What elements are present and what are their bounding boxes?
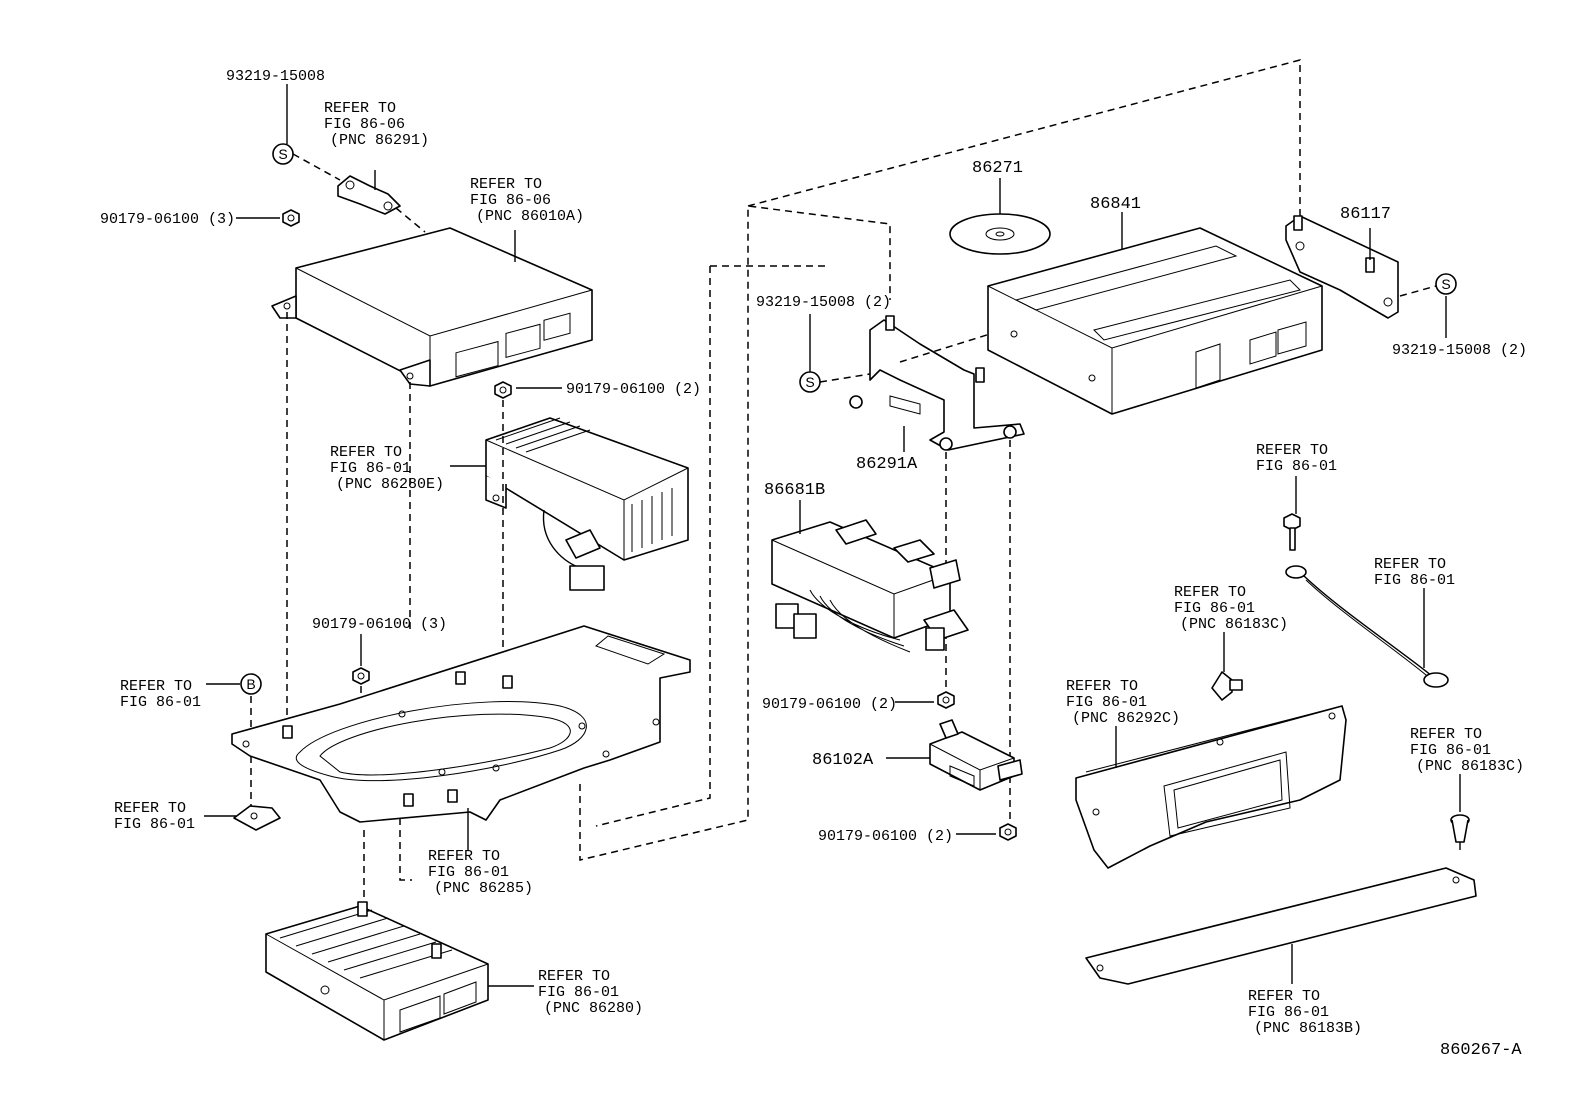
screw-symbol-mid: S — [799, 371, 821, 393]
bolt-symbol-b: B — [240, 673, 262, 695]
label-refer-86183c-a2: FIG 86-01 — [1174, 600, 1255, 617]
drawing-id: 860267-A — [1440, 1041, 1522, 1060]
bracket-86291a — [849, 315, 1025, 451]
label-refer-gnd-1: REFER TO — [1256, 442, 1328, 459]
label-93219-2-left: 93219-15008 (2) — [756, 294, 891, 311]
label-refer-bot-2: FIG 86-01 — [114, 816, 195, 833]
label-refer-86292c-3: (PNC 86292C) — [1072, 710, 1180, 727]
nut-right-1 — [937, 691, 955, 709]
nut-mid — [494, 381, 512, 399]
mounting-plate — [231, 625, 691, 823]
label-refer-86183c-a1: REFER TO — [1174, 584, 1246, 601]
label-refer-86292c-2: FIG 86-01 — [1066, 694, 1147, 711]
label-refer-86183c-b1: REFER TO — [1410, 726, 1482, 743]
label-refer-b-1: REFER TO — [120, 678, 192, 695]
label-refer-86280e-1: REFER TO — [330, 444, 402, 461]
label-refer-b-2: FIG 86-01 — [120, 694, 201, 711]
label-refer-86285-3: (PNC 86285) — [434, 880, 533, 897]
nut-lower — [352, 667, 370, 685]
sensor-86102a — [929, 719, 1023, 791]
label-refer-86280-1: REFER TO — [538, 968, 610, 985]
bracket-86117 — [1285, 215, 1399, 319]
label-refer-8606-a1: REFER TO — [324, 100, 396, 117]
label-refer-86183c-b3: (PNC 86183C) — [1416, 758, 1524, 775]
screw-symbol-tl: S — [272, 143, 294, 165]
label-refer-86183b-1: REFER TO — [1248, 988, 1320, 1005]
label-refer-86280e-3: (PNC 86280E) — [336, 476, 444, 493]
label-refer-8606-b1: REFER TO — [470, 176, 542, 193]
amplifier-86280 — [265, 901, 489, 1041]
ground-bolt — [1283, 513, 1301, 551]
amplifier-86280e — [485, 417, 689, 591]
label-refer-86183b-3: (PNC 86183B) — [1254, 1020, 1362, 1037]
label-refer-86183c-b2: FIG 86-01 — [1410, 742, 1491, 759]
svg-text:S: S — [1441, 276, 1450, 292]
screw-symbol-right: S — [1435, 273, 1457, 295]
label-refer-8606-a3: (PNC 86291) — [330, 132, 429, 149]
clip-86183c-upper — [1211, 671, 1243, 701]
label-86117: 86117 — [1340, 205, 1391, 224]
disc-86271 — [949, 213, 1051, 255]
module-86681b — [771, 519, 969, 653]
label-refer-86285-1: REFER TO — [428, 848, 500, 865]
label-90179-2-right1: 90179-06100 (2) — [762, 696, 897, 713]
svg-text:B: B — [246, 676, 255, 692]
label-refer-wire-2: FIG 86-01 — [1374, 572, 1455, 589]
label-refer-86183c-a3: (PNC 86183C) — [1180, 616, 1288, 633]
label-90179-3-top: 90179-06100 (3) — [100, 211, 235, 228]
label-86841: 86841 — [1090, 195, 1141, 214]
label-86271: 86271 — [972, 159, 1023, 178]
label-refer-86183b-2: FIG 86-01 — [1248, 1004, 1329, 1021]
label-86681b: 86681B — [764, 481, 825, 500]
bracket-86291 — [337, 175, 401, 215]
ground-wire — [1285, 565, 1449, 688]
clip-86183c-lower — [1450, 814, 1470, 850]
label-90179-2-right2: 90179-06100 (2) — [818, 828, 953, 845]
svg-text:S: S — [805, 374, 814, 390]
label-refer-gnd-2: FIG 86-01 — [1256, 458, 1337, 475]
label-refer-86285-2: FIG 86-01 — [428, 864, 509, 881]
label-90179-2-mid: 90179-06100 (2) — [566, 381, 701, 398]
ecu-86010a — [271, 227, 593, 387]
navigation-unit-86841 — [987, 227, 1323, 415]
nut-tl — [282, 209, 300, 227]
label-refer-8606-a2: FIG 86-06 — [324, 116, 405, 133]
label-refer-8606-b3: (PNC 86010A) — [476, 208, 584, 225]
label-refer-86292c-1: REFER TO — [1066, 678, 1138, 695]
plate-86183b — [1085, 867, 1477, 985]
clip-bl — [233, 805, 281, 831]
nut-right-2 — [999, 823, 1017, 841]
panel-86292c — [1075, 705, 1347, 869]
label-90179-3-mid: 90179-06100 (3) — [312, 616, 447, 633]
label-refer-bot-1: REFER TO — [114, 800, 186, 817]
label-86102a: 86102A — [812, 751, 874, 770]
label-refer-8606-b2: FIG 86-06 — [470, 192, 551, 209]
label-refer-wire-1: REFER TO — [1374, 556, 1446, 573]
label-refer-86280-2: FIG 86-01 — [538, 984, 619, 1001]
svg-text:S: S — [278, 146, 287, 162]
label-refer-86280e-2: FIG 86-01 — [330, 460, 411, 477]
label-93219-tl: 93219-15008 — [226, 68, 325, 85]
label-86291a: 86291A — [856, 455, 918, 474]
label-refer-86280-3: (PNC 86280) — [544, 1000, 643, 1017]
label-93219-2-right: 93219-15008 (2) — [1392, 342, 1527, 359]
